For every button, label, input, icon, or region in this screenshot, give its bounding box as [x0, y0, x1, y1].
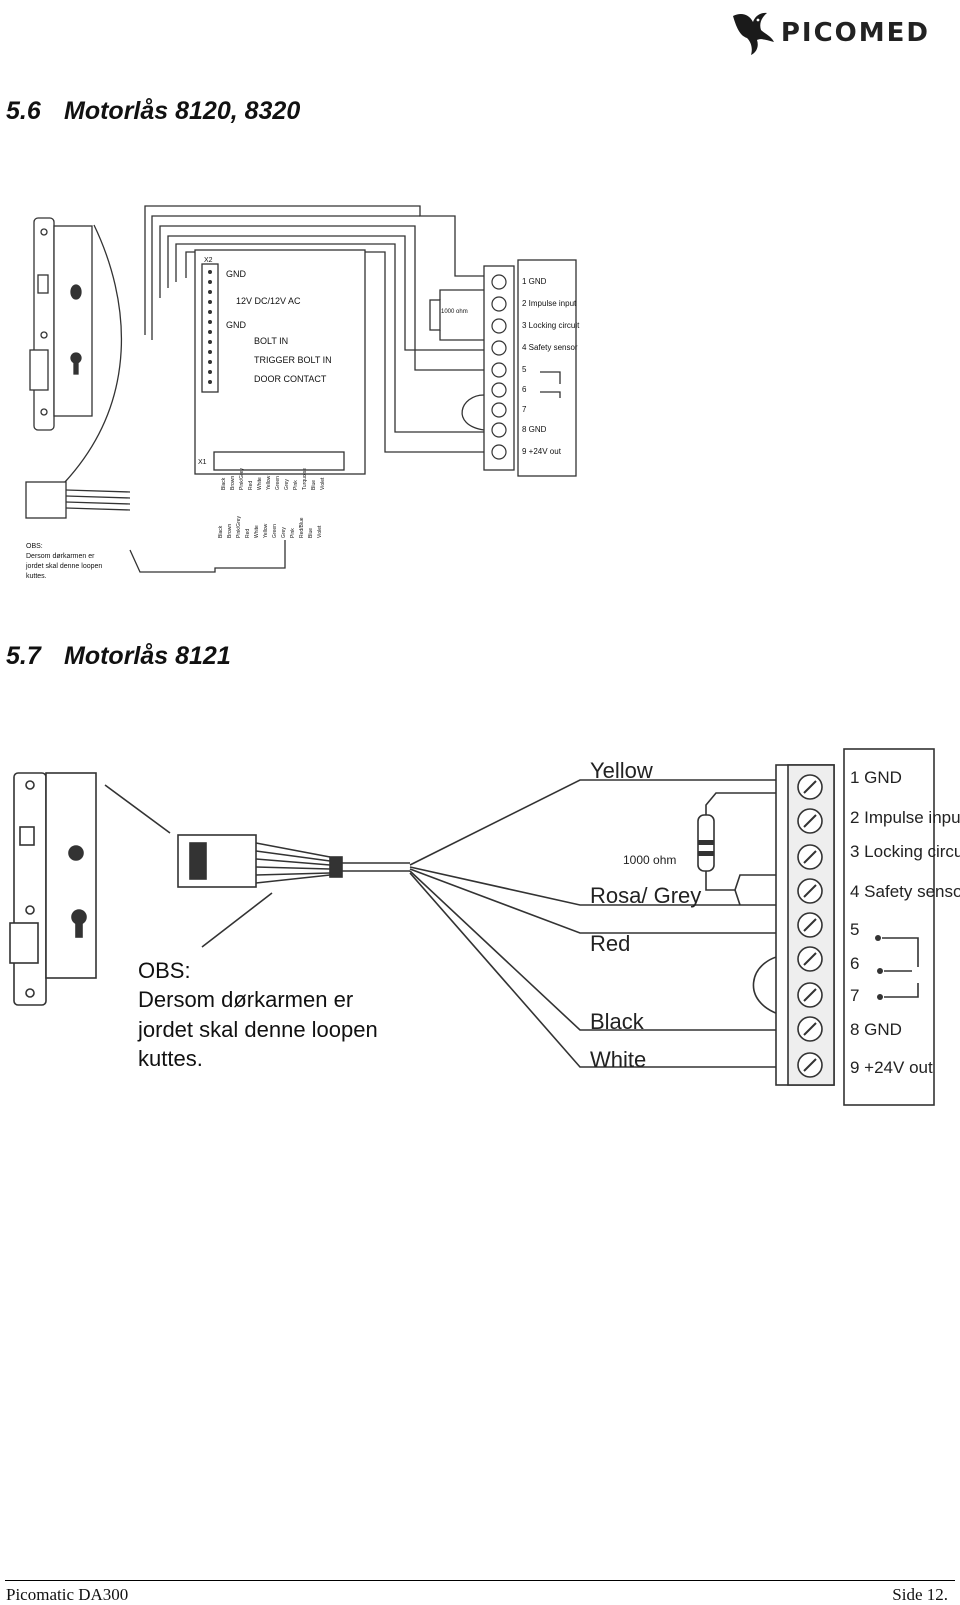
wire-color-label: Black — [218, 525, 224, 538]
wire-color-label: White — [257, 477, 263, 490]
wire-label-white: White — [590, 1047, 646, 1072]
terminal-label: 8 GND — [522, 425, 547, 434]
wire-color-label: Red — [248, 481, 254, 490]
brand-name: PICOMED — [780, 18, 930, 48]
x1-label: X1 — [198, 459, 207, 466]
terminal-label: 6 — [850, 954, 859, 973]
section-5-6-heading: 5.6 Motorlås 8120, 8320 — [6, 97, 300, 126]
terminal-label: 4 Safety sensor — [850, 882, 960, 901]
x2-signal: GND — [226, 320, 247, 330]
section-5-7-heading: 5.7 Motorlås 8121 — [6, 642, 231, 671]
lock-connector-icon — [25, 481, 67, 519]
wire-color-label: Violet — [317, 525, 323, 538]
resistor-label: 1000 ohm — [441, 309, 468, 315]
obs-line: jordet skal denne loopen — [25, 563, 102, 570]
footer-page-number: Side 12. — [892, 1585, 948, 1604]
bird-logo-icon — [732, 12, 774, 56]
wire-color-label: Green — [275, 476, 281, 490]
wire-color-label: Pink/Grey — [236, 516, 242, 538]
wire-color-label: Pink/Grey — [239, 468, 245, 490]
x2-signal: GND — [226, 269, 247, 279]
section-number: 5.6 — [6, 97, 41, 125]
obs-line: kuttes. — [26, 573, 47, 580]
section-title: Motorlås 8120, 8320 — [64, 97, 301, 125]
wire-color-label: Green — [272, 524, 278, 538]
x2-signal: 12V DC/12V AC — [236, 296, 301, 306]
terminal-label: 5 — [522, 365, 527, 374]
terminal-label: 2 Impulse input — [522, 299, 577, 308]
footer-rule — [5, 1580, 955, 1581]
wire-color-label: Violet — [320, 477, 326, 490]
terminal-label: 4 Safety sensor — [522, 343, 578, 352]
wire-color-label: Grey — [281, 527, 287, 538]
wire-color-label: White — [254, 525, 260, 538]
terminal-label: 1 GND — [850, 768, 902, 787]
resistor-label: 1000 ohm — [623, 853, 676, 867]
terminal-label: 6 — [522, 385, 527, 394]
terminal-label: 7 — [522, 405, 527, 414]
x2-signal: TRIGGER BOLT IN — [254, 355, 332, 365]
terminal-label: 3 Locking circuit — [522, 321, 580, 330]
wire-color-label: Brown — [227, 524, 233, 538]
x2-label: X2 — [204, 257, 213, 264]
wiring-diagram-8121: Yellow Rosa/ Grey Red Black White 1000 o… — [9, 748, 960, 1106]
wire-color-label: Blue — [311, 480, 317, 490]
wire-color-label: Yellow — [263, 523, 269, 538]
control-board — [194, 249, 366, 475]
section-title: Motorlås 8121 — [64, 642, 231, 670]
obs-line: kuttes. — [138, 1046, 203, 1071]
motor-lock-icon — [29, 217, 93, 431]
wire-color-label: Brown — [230, 476, 236, 490]
wire-color-label: Yellow — [266, 475, 272, 490]
obs-line: jordet skal denne loopen — [137, 1017, 378, 1042]
wire-color-label: Grey — [284, 479, 290, 490]
obs-note-small: OBS: Dersom dørkarmen er jordet skal den… — [25, 543, 102, 580]
wire-color-label: Pink — [290, 528, 296, 538]
terminal-label: 7 — [850, 986, 859, 1005]
wire-label-yellow: Yellow — [590, 758, 653, 783]
terminal-label: 3 Locking circuit — [850, 842, 960, 861]
wire-label-black: Black — [590, 1009, 645, 1034]
obs-line: Dersom dørkarmen er — [138, 987, 353, 1012]
brand-logo: PICOMED — [731, 8, 930, 58]
wire-color-label: Blue — [308, 528, 314, 538]
x2-signal: DOOR CONTACT — [254, 374, 327, 384]
wire-color-label: Black — [221, 477, 227, 490]
terminal-label: 9 +24V out — [850, 1058, 933, 1077]
obs-note: OBS: Dersom dørkarmen er jordet skal den… — [137, 958, 378, 1071]
wire-color-label: Pink — [293, 480, 299, 490]
terminal-label: 8 GND — [850, 1020, 902, 1039]
wire-label-red: Red — [590, 931, 630, 956]
wire-color-label: Turquoise — [302, 468, 308, 490]
terminal-label: 5 — [850, 920, 859, 939]
terminal-label: 2 Impulse input — [850, 808, 960, 827]
wire-label-rosa-grey: Rosa/ Grey — [590, 883, 701, 908]
x2-signal: BOLT IN — [254, 336, 288, 346]
footer-doc-title: Picomatic DA300 — [6, 1585, 129, 1604]
obs-line: OBS: — [26, 543, 43, 550]
terminal-label: 1 GND — [522, 277, 547, 286]
wire-color-label: Red/Blue — [299, 517, 305, 538]
wiring-diagram-8120-8320: X2 X1 GND 12V DC/12V AC GND BOLT IN TRIG… — [25, 205, 580, 580]
obs-line: OBS: — [138, 958, 191, 983]
wire-color-label: Red — [245, 529, 251, 538]
motor-lock-icon — [9, 772, 97, 1006]
obs-line: Dersom dørkarmen er — [26, 553, 95, 560]
section-number: 5.7 — [6, 642, 41, 670]
terminal-label: 9 +24V out — [522, 447, 562, 456]
